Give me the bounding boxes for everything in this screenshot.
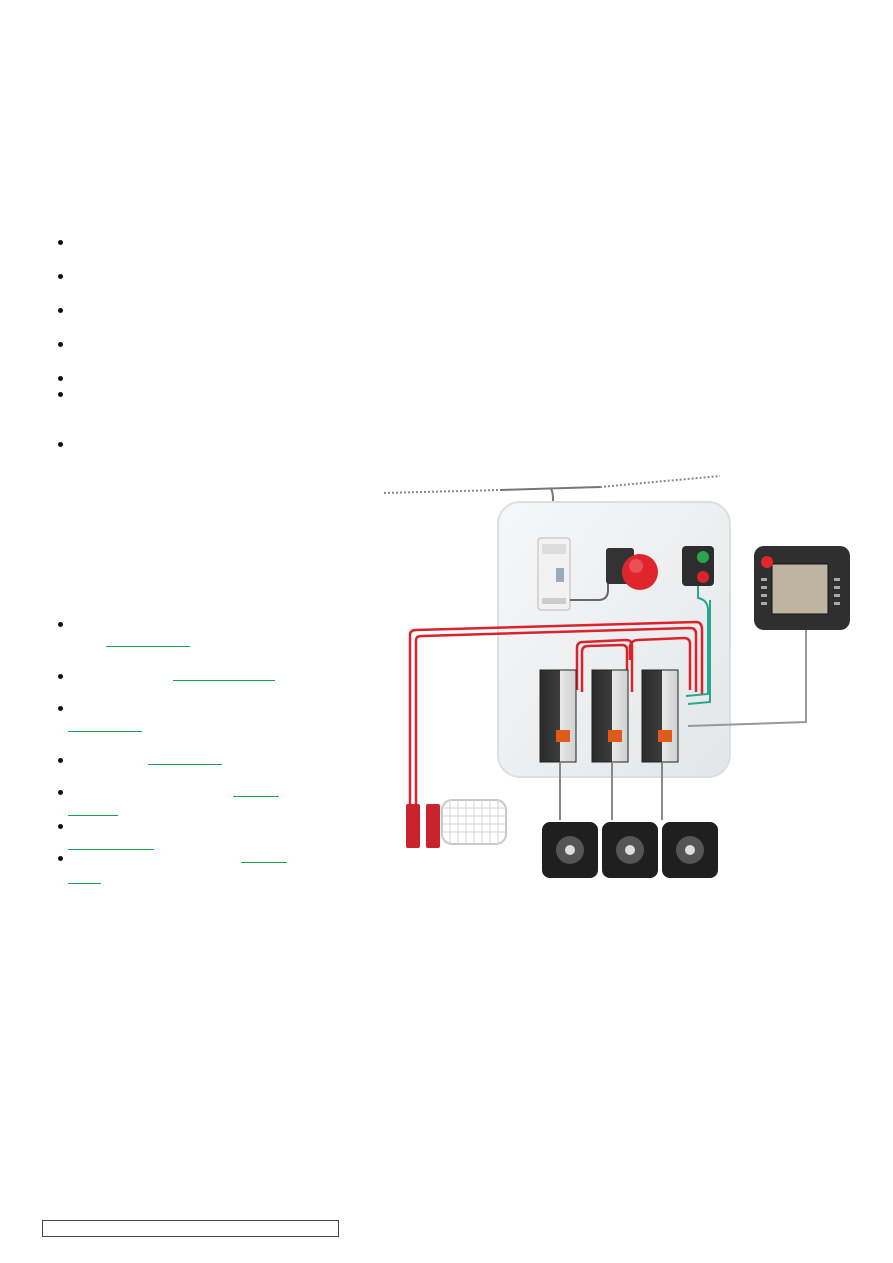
link-underline[interactable] [173, 680, 275, 681]
servo-motor-icon [662, 822, 718, 878]
pushbutton-station-icon [682, 546, 714, 586]
bullet-icon [58, 706, 63, 711]
link-underline[interactable] [68, 849, 154, 850]
link-underline[interactable] [68, 883, 101, 884]
bullet-icon [58, 824, 63, 829]
link-underline[interactable] [241, 862, 287, 863]
bullet-icon [58, 758, 63, 763]
link-underline[interactable] [148, 764, 222, 765]
bullet-icon [58, 790, 63, 795]
bullet-icon [58, 392, 63, 397]
bullet-icon [58, 240, 63, 245]
bullet-icon [58, 274, 63, 279]
link-underline[interactable] [233, 796, 279, 797]
bullet-icon [58, 856, 63, 861]
power-supply-icon [537, 537, 571, 611]
bullet-icon [58, 622, 63, 627]
emergency-stop-icon [606, 548, 658, 590]
light-curtain-icon [441, 799, 507, 845]
bullet-icon [58, 308, 63, 313]
footer-box [42, 1220, 339, 1237]
bullet-icon [58, 674, 63, 679]
safety-switch-icon [406, 804, 440, 848]
architecture-illustration [383, 475, 850, 878]
servo-drive-icon [641, 669, 679, 763]
bullet-icon [58, 342, 63, 347]
link-underline[interactable] [106, 646, 190, 647]
hmi-pendant-icon [754, 546, 850, 630]
servo-motor-icon [602, 822, 658, 878]
safety-cables [408, 620, 704, 805]
link-underline[interactable] [68, 731, 142, 732]
link-underline[interactable] [68, 815, 118, 816]
servo-drive-icon [539, 669, 577, 763]
bullet-icon [58, 376, 63, 381]
network-line [383, 475, 721, 540]
servo-drive-icon [591, 669, 629, 763]
servo-motor-icon [542, 822, 598, 878]
bullet-icon [58, 442, 63, 447]
